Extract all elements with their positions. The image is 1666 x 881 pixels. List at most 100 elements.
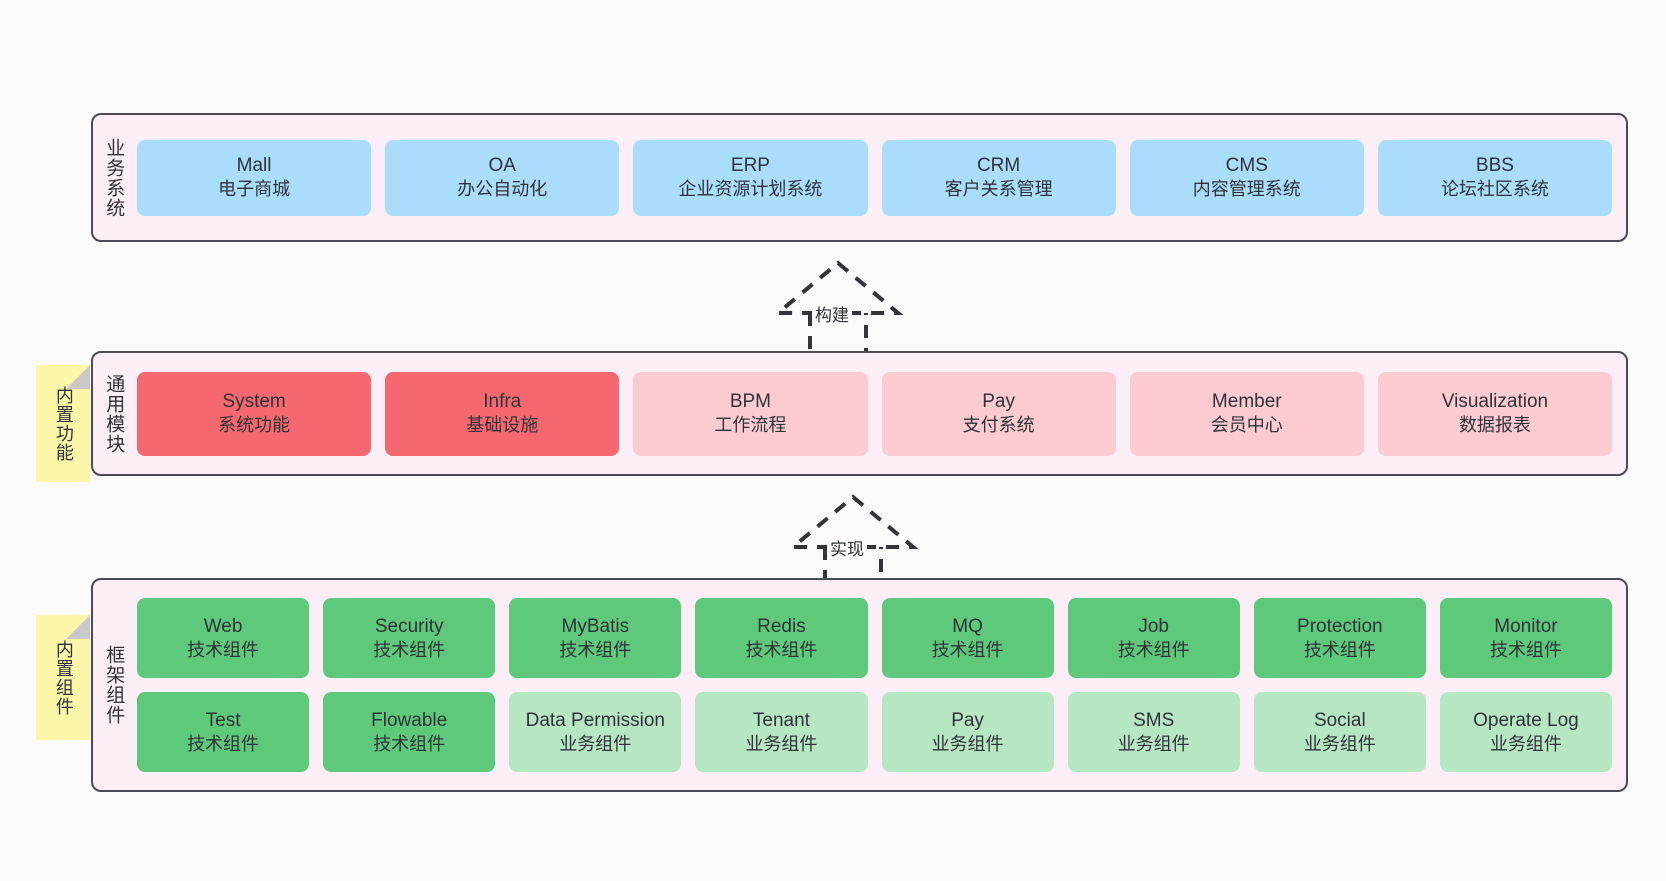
- layer-business-system: 业务系统 Mall 电子商城 OA 办公自动化 ERP 企业资源计划系统 CRM: [91, 113, 1628, 242]
- node-mall[interactable]: Mall 电子商城: [137, 139, 372, 216]
- node-operate-log-subtitle: 业务组件: [1489, 733, 1562, 754]
- node-system-subtitle: 系统功能: [218, 415, 291, 436]
- node-job-title: Job: [1138, 615, 1169, 637]
- node-tenant-title: Tenant: [752, 709, 810, 731]
- node-pay-component-title: Pay: [951, 709, 984, 731]
- note-builtin-components: 内置组件: [36, 615, 90, 740]
- node-oa-subtitle: 办公自动化: [457, 179, 548, 200]
- node-security[interactable]: Security 技术组件: [323, 598, 496, 678]
- node-mq[interactable]: MQ 技术组件: [881, 598, 1054, 678]
- node-oa-title: OA: [488, 155, 516, 177]
- node-flowable[interactable]: Flowable 技术组件: [323, 692, 496, 772]
- node-system-title: System: [222, 391, 286, 413]
- node-cms-title: CMS: [1225, 155, 1268, 177]
- node-data-permission[interactable]: Data Permission 业务组件: [509, 692, 682, 772]
- node-test-title: Test: [205, 709, 241, 731]
- node-sms[interactable]: SMS 业务组件: [1067, 692, 1240, 772]
- node-social-title: Social: [1313, 709, 1366, 731]
- node-pay-module-subtitle: 支付系统: [962, 415, 1035, 436]
- node-pay-component[interactable]: Pay 业务组件: [881, 692, 1054, 772]
- node-social[interactable]: Social 业务组件: [1253, 692, 1426, 772]
- node-protection-title: Protection: [1297, 615, 1383, 637]
- node-mq-title: MQ: [952, 615, 983, 637]
- node-cms[interactable]: CMS 内容管理系统: [1129, 139, 1364, 216]
- node-pay-module-title: Pay: [982, 391, 1015, 413]
- framework-row-tech: Web 技术组件 Security 技术组件 MyBatis 技术组件 Redi…: [137, 598, 1612, 678]
- node-erp-title: ERP: [730, 155, 770, 177]
- node-operate-log-title: Operate Log: [1473, 709, 1579, 731]
- connector-implement-label: 实现: [827, 535, 867, 560]
- node-job-subtitle: 技术组件: [1117, 639, 1190, 660]
- node-flowable-subtitle: 技术组件: [373, 733, 446, 754]
- node-system[interactable]: System 系统功能: [137, 371, 372, 456]
- node-bbs[interactable]: BBS 论坛社区系统: [1377, 139, 1613, 216]
- node-flowable-title: Flowable: [371, 709, 448, 731]
- node-infra[interactable]: Infra 基础设施: [385, 371, 620, 456]
- connector-build-shape: [772, 260, 904, 357]
- node-test[interactable]: Test 技术组件: [137, 692, 310, 772]
- node-mq-subtitle: 技术组件: [931, 639, 1004, 660]
- node-erp-subtitle: 企业资源计划系统: [678, 179, 823, 200]
- connector-build-label: 构建: [812, 301, 852, 326]
- node-redis-subtitle: 技术组件: [745, 639, 818, 660]
- layer-body-framework-components: Web 技术组件 Security 技术组件 MyBatis 技术组件 Redi…: [133, 580, 1626, 790]
- business-row: Mall 电子商城 OA 办公自动化 ERP 企业资源计划系统 CRM 客户关系…: [137, 139, 1613, 216]
- node-bpm[interactable]: BPM 工作流程: [633, 371, 868, 456]
- node-monitor[interactable]: Monitor 技术组件: [1439, 598, 1612, 678]
- layer-title-business-system: 业务系统: [103, 137, 125, 218]
- node-erp[interactable]: ERP 企业资源计划系统: [633, 139, 868, 216]
- node-crm-subtitle: 客户关系管理: [944, 179, 1053, 200]
- layer-title-common-modules: 通用模块: [103, 373, 125, 454]
- node-security-subtitle: 技术组件: [373, 639, 446, 660]
- node-infra-subtitle: 基础设施: [466, 415, 539, 436]
- module-row: System 系统功能 Infra 基础设施 BPM 工作流程 Pay 支付系统…: [137, 371, 1613, 456]
- node-member-title: Member: [1211, 391, 1282, 413]
- note-builtin-features: 内置功能: [36, 365, 90, 482]
- node-bpm-title: BPM: [729, 391, 772, 413]
- layer-body-business-system: Mall 电子商城 OA 办公自动化 ERP 企业资源计划系统 CRM 客户关系…: [133, 115, 1626, 240]
- node-data-permission-subtitle: 业务组件: [559, 733, 632, 754]
- node-data-permission-title: Data Permission: [525, 709, 665, 731]
- node-bbs-subtitle: 论坛社区系统: [1440, 179, 1549, 200]
- node-bbs-title: BBS: [1475, 155, 1514, 177]
- node-oa[interactable]: OA 办公自动化: [385, 139, 620, 216]
- node-sms-subtitle: 业务组件: [1117, 733, 1190, 754]
- layer-framework-components: 框架组件 Web 技术组件 Security 技术组件 MyBatis 技术组件…: [91, 578, 1628, 792]
- node-bpm-subtitle: 工作流程: [714, 415, 787, 436]
- node-pay-module[interactable]: Pay 支付系统: [881, 371, 1116, 456]
- node-mybatis-title: MyBatis: [561, 615, 630, 637]
- layer-title-framework-components: 框架组件: [103, 645, 125, 725]
- node-web-title: Web: [203, 615, 243, 637]
- node-infra-title: Infra: [483, 391, 522, 413]
- node-member-subtitle: 会员中心: [1210, 415, 1283, 436]
- node-visualization-title: Visualization: [1441, 391, 1549, 413]
- node-tenant-subtitle: 业务组件: [745, 733, 818, 754]
- layer-body-common-modules: System 系统功能 Infra 基础设施 BPM 工作流程 Pay 支付系统…: [133, 353, 1626, 474]
- node-mybatis[interactable]: MyBatis 技术组件: [509, 598, 682, 678]
- node-visualization-subtitle: 数据报表: [1458, 415, 1531, 436]
- node-web-subtitle: 技术组件: [187, 639, 260, 660]
- node-monitor-subtitle: 技术组件: [1489, 639, 1562, 660]
- node-web[interactable]: Web 技术组件: [137, 598, 310, 678]
- node-pay-component-subtitle: 业务组件: [931, 733, 1004, 754]
- connector-build: 构建: [750, 255, 920, 360]
- node-monitor-title: Monitor: [1494, 615, 1558, 637]
- node-sms-title: SMS: [1133, 709, 1175, 731]
- node-protection[interactable]: Protection 技术组件: [1253, 598, 1426, 678]
- node-security-title: Security: [374, 615, 444, 637]
- node-job[interactable]: Job 技术组件: [1067, 598, 1240, 678]
- node-tenant[interactable]: Tenant 业务组件: [695, 692, 868, 772]
- node-redis-title: Redis: [757, 615, 806, 637]
- node-member[interactable]: Member 会员中心: [1129, 371, 1364, 456]
- node-crm[interactable]: CRM 客户关系管理: [881, 139, 1116, 216]
- node-mall-title: Mall: [236, 155, 272, 177]
- node-crm-title: CRM: [976, 155, 1021, 177]
- node-operate-log[interactable]: Operate Log 业务组件: [1439, 692, 1612, 772]
- layer-common-modules: 通用模块 System 系统功能 Infra 基础设施 BPM 工作流程 Pay: [91, 351, 1628, 476]
- node-social-subtitle: 业务组件: [1303, 733, 1376, 754]
- node-protection-subtitle: 技术组件: [1303, 639, 1376, 660]
- node-mybatis-subtitle: 技术组件: [559, 639, 632, 660]
- node-visualization[interactable]: Visualization 数据报表: [1377, 371, 1613, 456]
- node-redis[interactable]: Redis 技术组件: [695, 598, 868, 678]
